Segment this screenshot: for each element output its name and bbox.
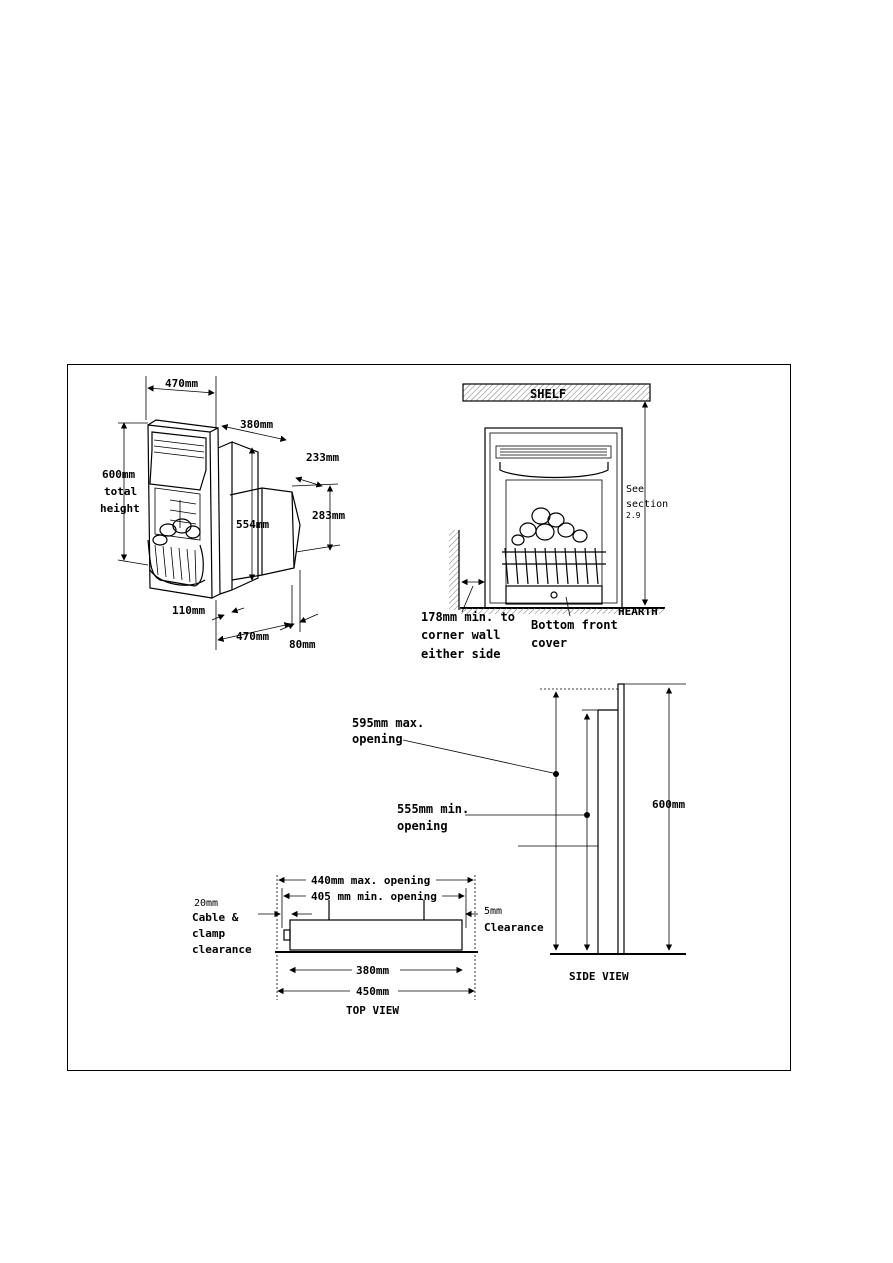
surround-side: [209, 427, 221, 599]
dim-380: 380mm: [240, 418, 273, 431]
rear-box: [229, 487, 295, 581]
front-view: SHELF HEARTH: [421, 383, 668, 661]
dim-470-top: 470mm: [165, 377, 198, 390]
back-box-side: [231, 441, 259, 591]
bottom-cover-line1: Bottom front: [531, 618, 618, 632]
dim-233: 233mm: [306, 451, 339, 464]
dim-600-line3: height: [100, 502, 140, 515]
top-outer-width: 450mm: [356, 985, 389, 998]
cable-line1: 20mm: [194, 898, 218, 909]
max-opening-line2: opening: [352, 732, 403, 746]
cable-line4: clearance: [192, 943, 252, 956]
bottom-front-cover: [505, 585, 603, 605]
dim-600-line1: 600mm: [102, 468, 135, 481]
dim-470-bottom: 470mm: [236, 630, 269, 643]
hearth-label: HEARTH: [618, 605, 658, 618]
dim-80: 80mm: [289, 638, 316, 651]
corner-wall-line3: either side: [421, 647, 500, 661]
top-view-title: TOP VIEW: [346, 1004, 399, 1017]
top-view: 440mm max. opening 405 mm min. opening 3…: [192, 873, 544, 1017]
diagram-frame: [67, 364, 791, 1071]
corner-wall-line1: 178mm min. to: [421, 610, 515, 624]
min-opening-line2: opening: [397, 819, 448, 833]
corner-wall-line2: corner wall: [421, 628, 500, 642]
cable-line3: clamp: [192, 927, 225, 940]
surround-side-panel: [617, 683, 625, 955]
min-opening-line1: 555mm min.: [397, 802, 469, 816]
shelf: [462, 383, 651, 402]
dim-110: 110mm: [172, 604, 205, 617]
side-view: 595mm max. opening 555mm min. opening 60…: [352, 683, 686, 983]
top-min-opening: 405 mm min. opening: [311, 890, 437, 903]
see-section-1: See: [626, 484, 644, 495]
corner-wall: [449, 530, 459, 610]
appliance-body: [289, 919, 463, 951]
back-box-front: [217, 441, 233, 595]
firebox-interior: [154, 487, 201, 541]
surround-top: [147, 419, 219, 429]
bottom-cover-line2: cover: [531, 636, 567, 650]
see-section-3: 2.9: [626, 511, 641, 520]
dim-554: 554mm: [236, 518, 269, 531]
side-height-600: 600mm: [652, 798, 685, 811]
canopy-vents: [153, 439, 205, 459]
top-inner-width: 380mm: [356, 964, 389, 977]
dim-283: 283mm: [312, 509, 345, 522]
cable-clamp: [283, 929, 291, 941]
recess-wall: [597, 709, 618, 954]
canopy: [149, 431, 207, 491]
coals: [511, 507, 588, 546]
perspective-view: 470mm 380mm 600mm total height 554mm 233…: [100, 376, 345, 651]
cable-line2: Cable &: [192, 911, 239, 924]
dim-600-line2: total: [104, 485, 137, 498]
fret-bars: [502, 547, 606, 585]
top-vent: [495, 445, 612, 459]
see-section-2: section: [626, 499, 668, 510]
coal-bed: [152, 518, 201, 546]
clearance-line2: Clearance: [484, 921, 544, 934]
max-opening-line1: 595mm max.: [352, 716, 424, 730]
clearance-line1: 5mm: [484, 906, 502, 917]
top-max-opening: 440mm max. opening: [311, 874, 430, 887]
side-view-title: SIDE VIEW: [569, 970, 629, 983]
brick-lines: [169, 499, 197, 528]
shelf-label: SHELF: [530, 387, 566, 401]
canopy-arch: [499, 462, 609, 479]
fire-fret: [147, 539, 206, 587]
